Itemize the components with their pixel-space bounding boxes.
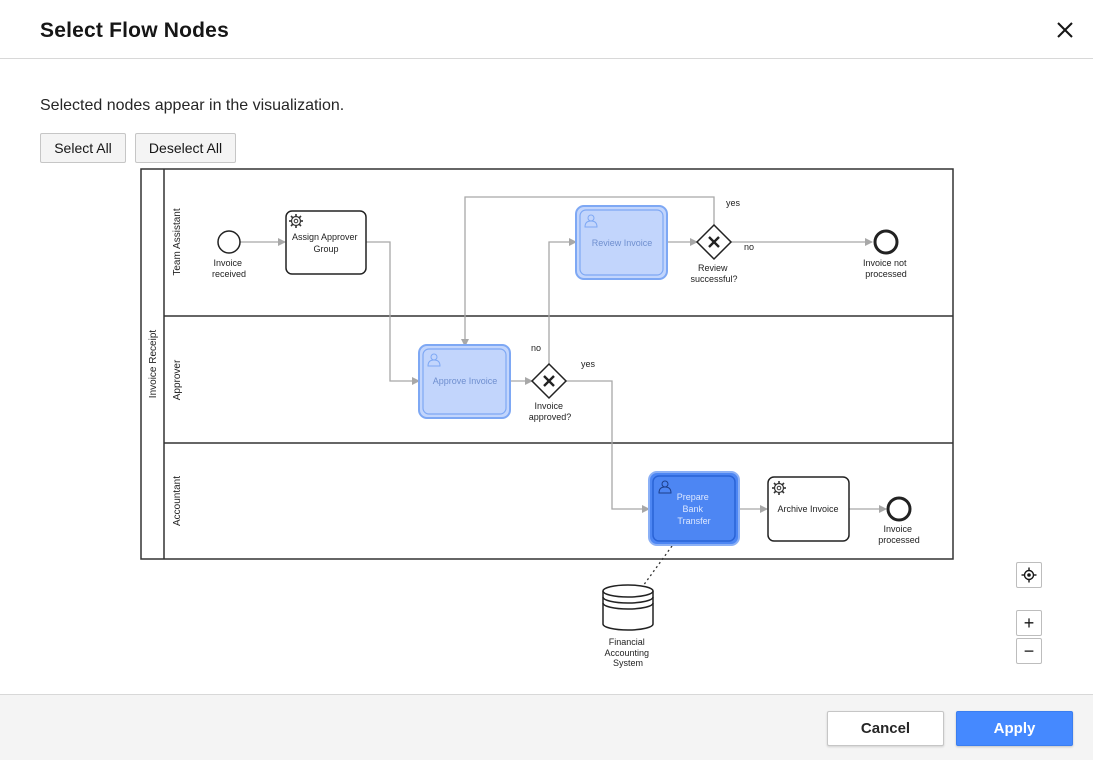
flow-label-review-no: no [744,242,754,252]
end-event-processed-label: Invoice processed [878,524,920,545]
gateway-review-label: Review successful? [690,263,737,284]
dialog-title: Select Flow Nodes [40,19,229,42]
sequence-flows [240,196,887,513]
task-prepare-bank-transfer-label: Prepare Bank Transfer [677,492,712,526]
datastore-label: Financial Accounting System [604,637,651,668]
lane-label-team-assistant: Team Assistant [172,208,183,275]
datastore-financial-accounting-system [602,584,654,631]
flow-label-approve-yes: yes [581,359,596,369]
exclusive-gateway-icon [543,375,555,387]
cancel-button[interactable]: Cancel [827,711,944,746]
task-archive-invoice [767,476,850,542]
apply-button[interactable]: Apply [956,711,1073,746]
start-event-invoice-received [217,230,241,254]
deselect-all-button[interactable]: Deselect All [135,133,236,163]
end-event-not-processed-label: Invoice not processed [863,258,909,279]
exclusive-gateway-icon [708,236,720,248]
dialog-header: Select Flow Nodes [0,0,1093,59]
zoom-in-button[interactable]: + [1016,610,1042,636]
gateway-approved-label: Invoice approved? [529,401,572,422]
task-review-invoice [575,205,668,280]
start-event-label: Invoice received [212,258,246,279]
task-review-invoice-label: Review Invoice [592,238,653,248]
select-all-button[interactable]: Select All [40,133,126,163]
task-approve-invoice-label: Approve Invoice [433,376,498,386]
task-assign-approver-group [285,210,367,275]
data-association [642,545,673,587]
flow-label-review-yes: yes [726,198,741,208]
close-icon[interactable] [1051,16,1079,44]
dialog-footer: Cancel Apply [0,694,1093,760]
task-archive-invoice-label: Archive Invoice [777,504,838,514]
bpmn-diagram: Invoice Receipt Team Assistant Approver … [140,168,954,668]
lane-label-approver: Approver [172,359,183,400]
end-event-invoice-processed [886,496,912,522]
end-event-invoice-not-processed [873,229,899,255]
task-assign-approver-group-label: Assign Approver Group [292,232,360,254]
reset-view-button[interactable] [1016,562,1042,588]
zoom-out-button[interactable]: − [1016,638,1042,664]
crosshair-icon [1021,567,1037,583]
flow-label-approve-no: no [531,343,541,353]
dialog-description: Selected nodes appear in the visualizati… [40,97,345,114]
task-approve-invoice [418,344,511,419]
task-prepare-bank-transfer [648,471,740,546]
pool-label: Invoice Receipt [148,330,159,399]
lane-label-accountant: Accountant [172,476,183,526]
